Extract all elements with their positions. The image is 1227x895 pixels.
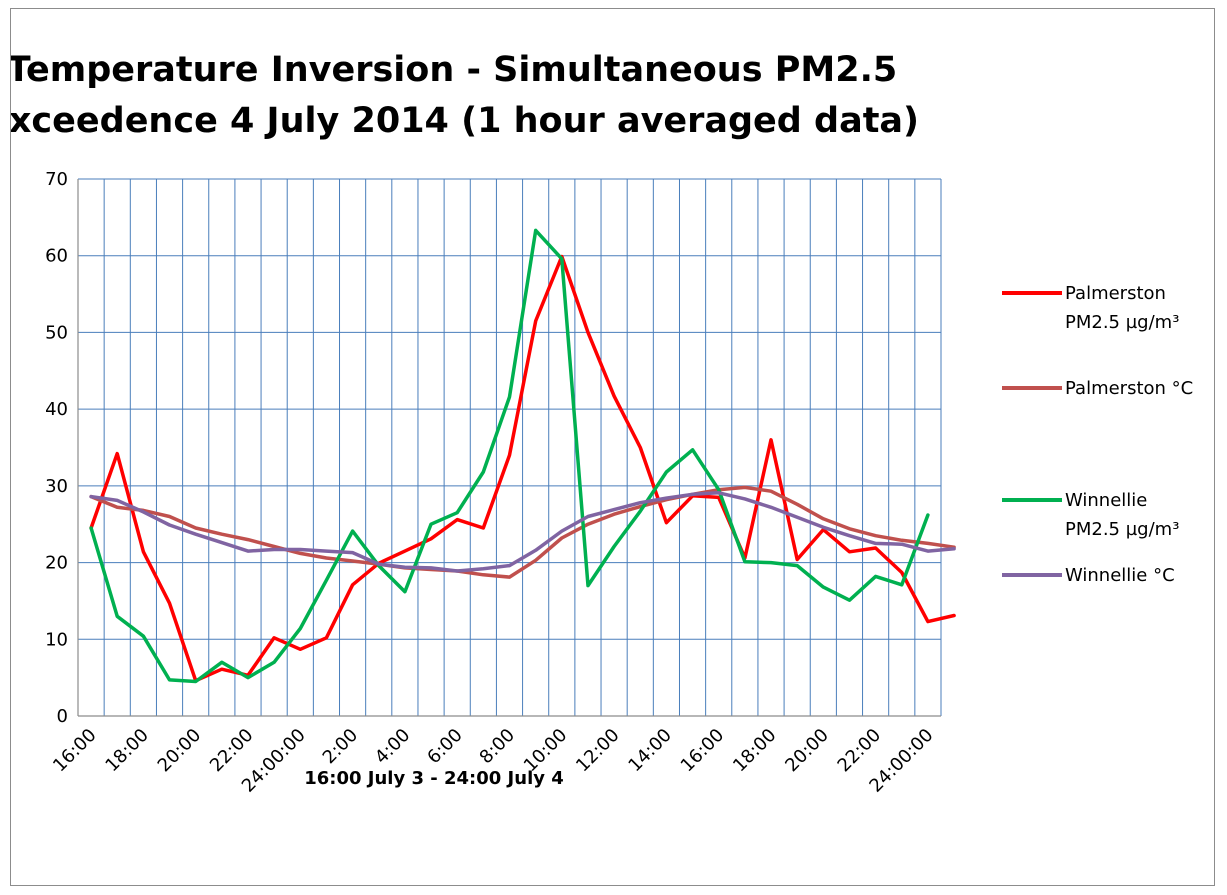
x-tick-label: 16:00 (677, 725, 729, 777)
y-tick-label: 40 (45, 399, 68, 420)
legend-label: Winnellie °C (1065, 565, 1175, 586)
legend-label: Palmerston (1065, 283, 1166, 304)
series-line-0 (89, 254, 956, 683)
x-tick-label: 2:00 (319, 725, 362, 768)
x-tick-label: 20:00 (154, 725, 206, 777)
x-tick-label: 18:00 (729, 725, 781, 777)
y-tick-label: 50 (45, 322, 68, 343)
y-tick-label: 10 (45, 629, 68, 650)
plot-grid (77, 178, 942, 717)
y-tick-label: 70 (45, 169, 68, 190)
series-line-3 (89, 491, 956, 573)
chart-frame: Temperature Inversion - Simultaneous PM2… (10, 8, 1215, 886)
y-tick-label: 60 (45, 246, 68, 267)
y-axis: 0 10 20 30 40 50 60 70 (45, 169, 79, 727)
x-tick-label: 8:00 (476, 725, 519, 768)
legend-label: PM2.5 µg/m³ (1065, 312, 1179, 333)
chart-title-line-2: Exceedence 4 July 2014 (1 hour averaged … (11, 101, 919, 141)
y-tick-label: 20 (45, 553, 68, 574)
chart-title-line-1: Temperature Inversion - Simultaneous PM2… (11, 50, 897, 90)
series-line-1 (89, 485, 956, 579)
x-tick-label: 16:00 (49, 725, 101, 777)
x-tick-label: 14:00 (624, 725, 676, 777)
legend-label: Winnellie (1065, 490, 1147, 511)
series-line-2 (89, 228, 930, 684)
plot-series (89, 228, 956, 684)
x-tick-label: 4:00 (371, 725, 414, 768)
x-tick-label: 12:00 (572, 725, 624, 777)
y-tick-label: 30 (45, 476, 68, 497)
x-tick-label: 6:00 (423, 725, 466, 768)
y-tick-label: 0 (57, 706, 68, 727)
x-tick-label: 20:00 (781, 725, 833, 777)
x-axis-title: 16:00 July 3 - 24:00 July 4 (304, 768, 564, 789)
chart-svg: Temperature Inversion - Simultaneous PM2… (11, 50, 1193, 797)
legend-label: Palmerston °C (1065, 378, 1193, 399)
x-tick-label: 18:00 (101, 725, 153, 777)
legend-label: PM2.5 µg/m³ (1065, 519, 1179, 540)
